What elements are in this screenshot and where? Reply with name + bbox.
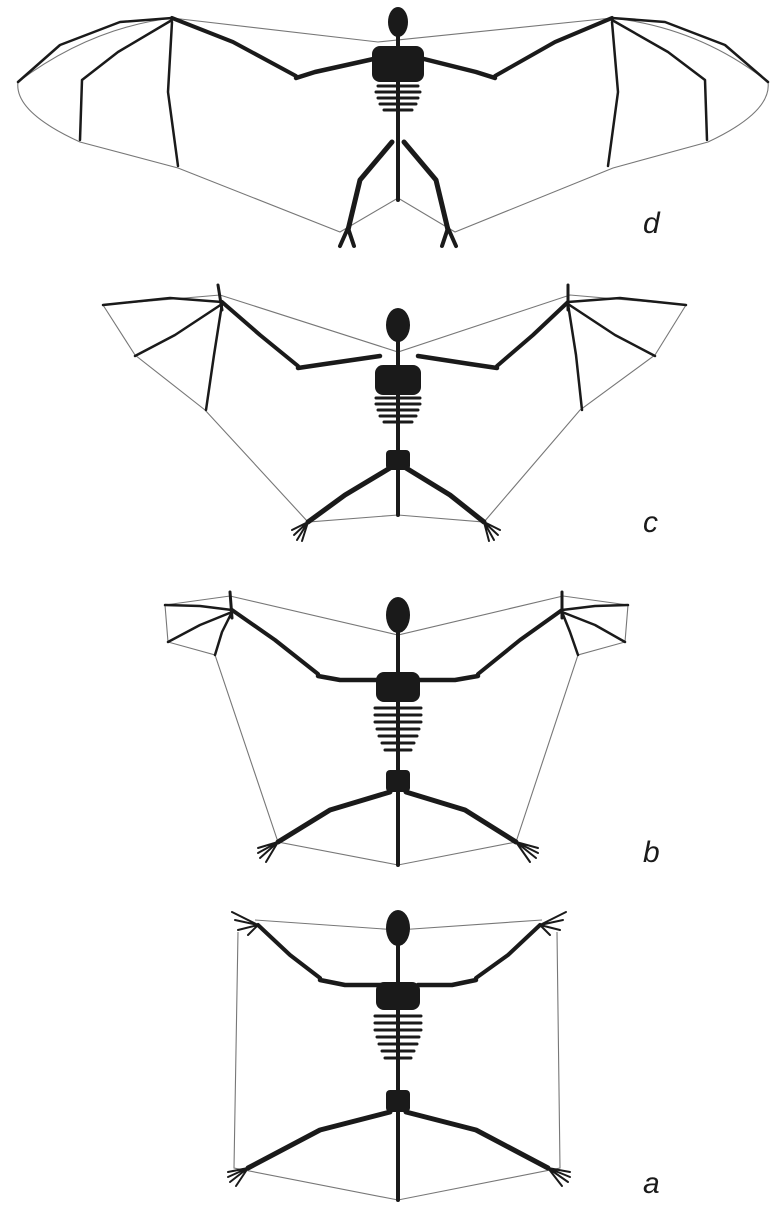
panel-b-label: b [643, 836, 660, 869]
panel-b-left-wing-bones [165, 592, 380, 680]
panel-a-left-wing-bones [232, 912, 380, 985]
panel-b-axial-skeleton [278, 597, 516, 865]
panel-d: d [18, 7, 768, 246]
panel-a-label: a [643, 1167, 660, 1200]
panel-d-left-wing-bones [18, 18, 378, 166]
panel-c-label: c [643, 506, 658, 539]
panel-c: c [103, 285, 686, 541]
panel-b: b [165, 592, 660, 869]
panel-d-right-wing-bones [420, 18, 768, 166]
panel-c-left-wing-bones [103, 285, 380, 410]
panel-c-feet [292, 522, 500, 541]
panel-c-right-wing-bones [418, 285, 686, 410]
panel-c-axial-skeleton [308, 308, 484, 522]
panel-d-feet [340, 228, 456, 246]
panel-a-axial-skeleton [248, 910, 548, 1200]
panel-d-label: d [643, 207, 661, 240]
panel-a: a [228, 910, 660, 1200]
